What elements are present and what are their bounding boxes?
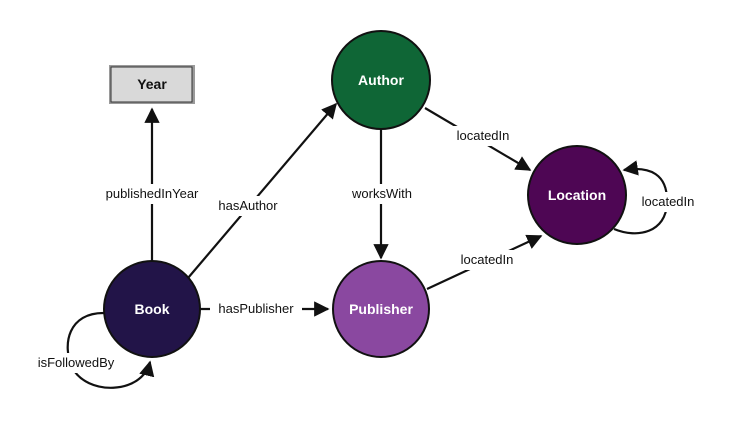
- author-circle: [331, 30, 431, 130]
- edge-label-has-publisher: hasPublisher: [218, 301, 294, 316]
- book-circle: [103, 260, 201, 358]
- edge-book-author: [187, 102, 337, 279]
- node-label-location: Location: [548, 187, 606, 203]
- node-label-year: Year: [137, 76, 167, 92]
- edge-label-is-followed-by: isFollowedBy: [38, 355, 115, 370]
- edge-label-published-in-year: publishedInYear: [106, 186, 199, 201]
- edge-label-author-located-in: locatedIn: [457, 128, 510, 143]
- location-circle: [527, 145, 627, 245]
- node-location: Location: [527, 145, 627, 245]
- edge-label-works-with: worksWith: [351, 186, 412, 201]
- node-publisher: Publisher: [332, 260, 430, 358]
- node-label-book: Book: [135, 301, 170, 317]
- node-year: Year: [109, 65, 195, 104]
- node-label-publisher: Publisher: [349, 301, 413, 317]
- year-box: [110, 66, 193, 103]
- publisher-circle: [332, 260, 430, 358]
- node-book: Book: [103, 260, 201, 358]
- edge-label-publisher-located-in: locatedIn: [461, 252, 514, 267]
- edge-label-has-author: hasAuthor: [218, 198, 278, 213]
- edge-label-location-located-in: locatedIn: [642, 194, 695, 209]
- node-author: Author: [331, 30, 431, 130]
- node-label-author: Author: [358, 72, 404, 88]
